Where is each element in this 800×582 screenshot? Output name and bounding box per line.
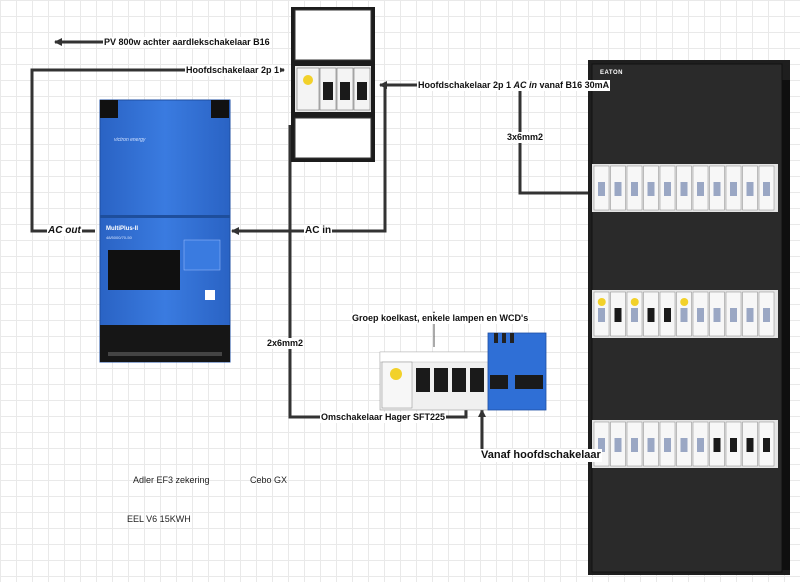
victron-model: MultiPlus-II bbox=[106, 226, 138, 232]
breaker-lever bbox=[697, 182, 704, 196]
breaker-lever bbox=[746, 182, 754, 196]
note-adler: Adler EF3 zekering bbox=[133, 475, 210, 485]
breaker-lever bbox=[664, 438, 671, 452]
breaker-lever bbox=[647, 182, 655, 196]
breaker-lever bbox=[730, 308, 737, 322]
breaker-lever bbox=[680, 438, 688, 452]
small-enclosure bbox=[291, 7, 375, 162]
breaker-lever bbox=[730, 182, 737, 196]
label-from-main: Vanaf hoofdschakelaar bbox=[480, 449, 602, 462]
label-ac-out: AC out bbox=[47, 225, 82, 236]
breaker-lever bbox=[763, 308, 770, 322]
breaker-rcd bbox=[296, 67, 320, 111]
breaker-lever bbox=[713, 182, 721, 196]
label-cable-3x6: 3x6mm2 bbox=[506, 132, 545, 143]
breaker-lever bbox=[730, 438, 737, 452]
breaker-lever bbox=[664, 182, 671, 196]
label-cable-2x6: 2x6mm2 bbox=[266, 338, 305, 349]
breaker-lever bbox=[763, 182, 770, 196]
breaker-lever bbox=[664, 308, 671, 322]
label-main-switch-ac-pre: Hoofdschakelaar 2p 1 bbox=[418, 80, 514, 90]
breaker-lever bbox=[647, 308, 655, 322]
label-changeover: Omschakelaar Hager SFT225 bbox=[320, 412, 447, 423]
wire-ac-in-main bbox=[518, 85, 600, 195]
victron-model-sub: 48/5000/70-50 bbox=[106, 235, 132, 240]
label-main-switch-ac: Hoofdschakelaar 2p 1 AC in vanaf B16 30m… bbox=[417, 80, 611, 91]
breaker-lever bbox=[631, 308, 638, 322]
breaker-lever bbox=[631, 182, 638, 196]
breaker-lever bbox=[763, 438, 770, 452]
label-ac-in: AC in bbox=[304, 225, 333, 236]
note-cebo: Cebo GX bbox=[250, 475, 288, 485]
wire-ac-in bbox=[231, 85, 387, 235]
victron-brand: victron energy bbox=[114, 137, 146, 143]
label-main-switch-ac-em: AC in bbox=[513, 80, 538, 90]
label-group: Groep koelkast, enkele lampen en WCD's bbox=[351, 313, 530, 324]
label-main-switch: Hoofdschakelaar 2p 1 bbox=[185, 65, 281, 76]
breaker-lever bbox=[598, 438, 605, 452]
cerbo-gx bbox=[487, 332, 547, 411]
rcd-test-dot bbox=[630, 298, 639, 306]
breaker-lever bbox=[614, 182, 622, 196]
label-main-switch-ac-post: vanaf B16 30mA bbox=[537, 80, 610, 90]
changeover-group bbox=[379, 332, 547, 411]
eaton-logo: EATON bbox=[600, 70, 623, 76]
label-pv: PV 800w achter aardlekschakelaar B16 bbox=[103, 37, 271, 48]
breaker-lever bbox=[680, 308, 688, 322]
breaker-lever bbox=[614, 308, 622, 322]
cabinet-breakers bbox=[593, 165, 775, 467]
breaker-lever bbox=[614, 438, 622, 452]
breaker-lever bbox=[713, 308, 721, 322]
breaker-lever bbox=[697, 438, 704, 452]
rcd-test-dot bbox=[597, 298, 606, 306]
breaker-lever bbox=[598, 182, 605, 196]
breaker-lever bbox=[647, 438, 655, 452]
victron-multiplus bbox=[99, 99, 231, 363]
breaker-lever bbox=[697, 308, 704, 322]
breaker-lever bbox=[746, 438, 754, 452]
rcd-test-dot bbox=[680, 298, 689, 306]
note-eel: EEL V6 15KWH bbox=[127, 514, 191, 524]
breaker-lever bbox=[680, 182, 688, 196]
rcd-test-dot bbox=[303, 75, 313, 85]
breaker-lever bbox=[746, 308, 754, 322]
breaker-lever bbox=[631, 438, 638, 452]
breaker-lever bbox=[713, 438, 721, 452]
breaker-lever bbox=[598, 308, 605, 322]
